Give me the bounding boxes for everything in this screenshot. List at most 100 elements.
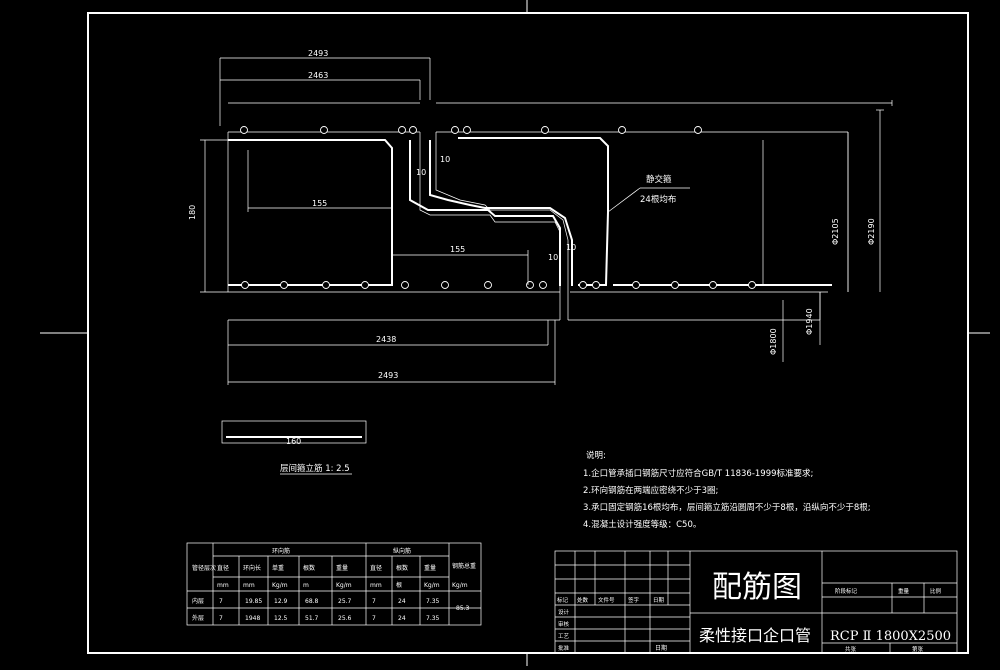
product-name: 柔性接口企口管: [699, 626, 811, 645]
callout-sub: 24根均布: [640, 194, 676, 205]
note-item-2: 2.环向钢筋在两端应密绕不少于3圈;: [583, 485, 718, 496]
detail-caption: 层间箍立筋 1: 2.5: [280, 463, 350, 474]
table-cell: 7.35: [426, 598, 440, 605]
table-total-label: 钢筋总重: [452, 562, 476, 570]
hoop-callout: 静交箍 24根均布: [607, 174, 690, 213]
dim-top-inner: 2463: [308, 71, 328, 80]
dim-gap-2: 10: [440, 155, 450, 164]
table-cell: 12.5: [274, 615, 288, 622]
dim-dia-1800: Φ1800: [769, 328, 778, 355]
table-sub-headers: 直径 环向长 单重 根数 重量 直径 根数 重量: [217, 564, 436, 572]
table-cell: 25.7: [338, 598, 352, 605]
table-unit: Kg/m: [452, 582, 468, 589]
table-cell: 1948: [245, 615, 260, 622]
title-block-right-header: 重量: [898, 587, 910, 595]
table-cell: 7: [372, 598, 376, 605]
table-rows: 内层 7 19.85 12.9 68.8 25.7 7 24 7.35 外层 7 1948 12.5 51…: [192, 597, 440, 622]
table-cell: 19.85: [245, 598, 262, 605]
table-cell: 25.6: [338, 615, 352, 622]
bottom-dimensions: 2438 2493: [227, 320, 556, 385]
table-sub-header: 单重: [272, 564, 284, 572]
note-item-3: 3.承口固定钢筋16根均布，层间箍立筋沿圆周不少于8根，沿纵向不少于8根;: [583, 502, 871, 513]
table-cell: 7: [219, 598, 223, 605]
table-total: 85.3: [456, 605, 470, 612]
longitudinal-bars: [240, 126, 756, 289]
dim-top-outer: 2493: [308, 49, 328, 58]
top-dimensions: 2493 2463: [219, 49, 893, 126]
dim-bottom-inner: 2438: [376, 335, 396, 344]
inner-dimensions: 180 155 155 10 10 10 10: [188, 139, 576, 293]
dim-gap-1: 10: [416, 168, 426, 177]
title-block-left-labels: 标记处数 文件号 签字 日期: [557, 596, 665, 604]
table-sub-header: 重量: [424, 564, 436, 572]
table-sub-header: 直径: [370, 564, 382, 572]
table-unit: Kg/m: [424, 582, 440, 589]
title-block-right-footer: 第张: [912, 645, 924, 653]
table-cell: 24: [398, 598, 406, 605]
table-unit: Kg/m: [272, 582, 288, 589]
table-unit: m: [303, 582, 309, 589]
diameter-dimensions: Φ2105 Φ2190 Φ1940 Φ1800: [762, 109, 884, 362]
table-row-name: 内层: [192, 597, 204, 605]
title-block-label: 处数: [577, 596, 589, 604]
table-cell: 7: [372, 615, 376, 622]
dim-lower-step: 155: [450, 245, 465, 254]
table-sub-header: 重量: [336, 564, 348, 572]
title-block-right-footer: 共张 第张: [845, 645, 924, 653]
title-block-right-header: 阶段标记: [835, 587, 858, 595]
title-block-label: 日期: [653, 597, 665, 604]
title-block-label: 签字: [628, 596, 640, 604]
table-unit: mm: [370, 582, 382, 589]
note-item-4: 4.混凝土设计强度等级：C50。: [583, 519, 701, 530]
table-long-label: 纵向筋: [393, 547, 411, 555]
model-number: RCP Ⅱ 1800X2500: [830, 629, 951, 644]
note-item-1: 1.企口管承插口钢筋尺寸应符合GB/T 11836-1999标准要求;: [583, 468, 813, 479]
title-block-label: 文件号: [598, 596, 615, 604]
title-block-label: 标记: [557, 596, 569, 604]
pipe-section: [227, 131, 849, 321]
title-block: 配筋图 柔性接口企口管 RCP Ⅱ 1800X2500 标记处数文件号签字日期 …: [554, 550, 958, 654]
title-block-right-footer: 共张: [845, 645, 857, 653]
table-cell: 51.7: [305, 615, 319, 622]
dim-dia-2190: Φ2190: [867, 218, 876, 245]
title-block-row-label: 工艺: [558, 633, 570, 640]
table-sub-header: 直径: [217, 564, 229, 572]
dim-gap-4: 10: [548, 253, 558, 262]
table-unit: mm: [243, 582, 255, 589]
title-block-right-header: 阶段标记 重量 比例: [835, 587, 942, 595]
drawing-title: 配筋图: [712, 570, 802, 605]
notes-heading: 说明:: [586, 450, 606, 461]
table-unit: mm: [217, 582, 229, 589]
title-block-date-label: 日期: [655, 644, 667, 652]
table-unit: 根: [396, 581, 402, 589]
table-cell: 7: [219, 615, 223, 622]
table-sub-header: 环向长: [243, 564, 261, 572]
reinforcement-cage: [228, 137, 832, 286]
dim-left-height: 180: [188, 205, 197, 220]
title-block-row-label: 设计: [558, 608, 570, 616]
notes-block: 说明: 1.企口管承插口钢筋尺寸应符合GB/T 11836-1999标准要求; …: [583, 450, 871, 530]
detail-dim: 160: [286, 437, 301, 446]
title-block-row-label: 批准: [558, 644, 570, 652]
title-block-row-label: 审核: [558, 620, 570, 628]
spacer-detail: 160 层间箍立筋 1: 2.5: [221, 420, 367, 475]
table-unit: Kg/m: [336, 582, 352, 589]
table-cell: 12.9: [274, 598, 288, 605]
title-block-right-header: 比例: [930, 587, 942, 595]
table-cell: 68.8: [305, 598, 319, 605]
table-row-name: 外层: [192, 614, 204, 622]
table-units: mm mm Kg/m m Kg/m mm 根 Kg/m Kg/m: [217, 581, 468, 589]
table-sub-header: 根数: [396, 564, 408, 572]
table-cell: 24: [398, 615, 406, 622]
dim-gap-3: 10: [566, 243, 576, 252]
dim-dia-2105: Φ2105: [831, 218, 840, 245]
table-cell: 7.35: [426, 615, 440, 622]
table-group-label: 管径层次: [192, 564, 216, 572]
dim-bottom-outer: 2493: [378, 371, 398, 380]
table-sub-header: 根数: [303, 564, 315, 572]
table-hoop-label: 环向筋: [272, 547, 290, 555]
